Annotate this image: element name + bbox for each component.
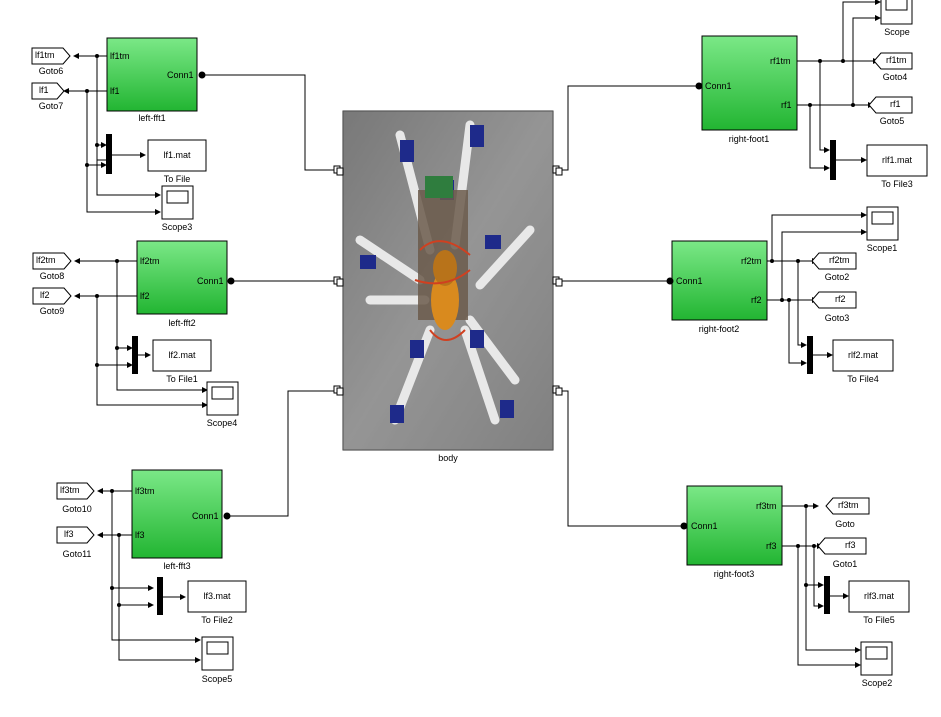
goto-tag: lf3tm <box>60 485 80 495</box>
left-fft1-block[interactable] <box>106 37 198 112</box>
goto-tag: rf2tm <box>829 255 850 265</box>
goto-tag: lf1 <box>39 85 49 95</box>
port-out-lf1: lf1 <box>110 86 120 96</box>
port-out-rf3tm: rf3tm <box>756 501 777 511</box>
port-conn1: Conn1 <box>167 70 194 80</box>
goto-tag: rf2 <box>835 294 846 304</box>
mux-6 <box>824 576 830 614</box>
to-file-text: rlf2.mat <box>847 350 879 360</box>
right-foot2-block[interactable] <box>671 240 768 321</box>
to-file-text: rlf3.mat <box>863 591 895 601</box>
left-fft3-block[interactable] <box>131 469 223 559</box>
right-foot1-block[interactable] <box>701 35 798 131</box>
port-conn1: Conn1 <box>197 276 224 286</box>
port-conn1: Conn1 <box>676 276 703 286</box>
goto-tag: rf1 <box>890 99 901 109</box>
port-out-lf2tm: lf2tm <box>140 256 160 266</box>
goto-tag: rf3 <box>845 540 856 550</box>
body-label: body <box>438 453 458 463</box>
goto-tag: lf2tm <box>36 255 56 265</box>
scope-name: Scope4 <box>206 418 238 428</box>
scope-name: Scope5 <box>201 674 233 684</box>
to-file-name: To File3 <box>881 179 913 189</box>
scope-name: Scope <box>884 27 910 37</box>
subsystem-name: right-foot3 <box>713 569 755 579</box>
port-conn1: Conn1 <box>705 81 732 91</box>
robot-photo <box>343 111 553 450</box>
port-conn1: Conn1 <box>192 511 219 521</box>
goto-tag: rf3tm <box>838 500 859 510</box>
port-out-rf1tm: rf1tm <box>770 56 791 66</box>
to-file-text: lf2.mat <box>168 350 196 360</box>
subsystem-name: right-foot2 <box>698 324 740 334</box>
mux-4 <box>830 140 836 180</box>
port-out-rf1: rf1 <box>781 100 792 110</box>
goto-name: Goto1 <box>832 559 858 569</box>
goto-name: Goto9 <box>39 306 65 316</box>
mux-1 <box>106 134 112 174</box>
goto-tag: lf1tm <box>35 50 55 60</box>
goto-name: Goto5 <box>879 116 905 126</box>
to-file-text: lf3.mat <box>203 591 231 601</box>
goto-name: Goto11 <box>62 549 92 559</box>
to-file-name: To File4 <box>847 374 879 384</box>
mux-5 <box>807 336 813 374</box>
goto-tag: lf3 <box>64 529 74 539</box>
subsystem-name: right-foot1 <box>728 134 770 144</box>
goto-name: Goto6 <box>38 66 64 76</box>
to-file-text: rlf1.mat <box>881 155 913 165</box>
goto-name: Goto <box>835 519 855 529</box>
left-fft2-block[interactable] <box>136 240 228 315</box>
goto-name: Goto8 <box>39 271 65 281</box>
to-file-name: To File1 <box>166 374 198 384</box>
scope-name: Scope2 <box>861 678 893 688</box>
scope-name: Scope1 <box>866 243 898 253</box>
mux-2 <box>132 336 138 374</box>
goto-name: Goto4 <box>882 72 908 82</box>
port-out-rf2: rf2 <box>751 295 762 305</box>
subsystem-name: left-fft2 <box>168 318 196 328</box>
to-file-text: lf1.mat <box>163 150 191 160</box>
to-file-name: To File5 <box>863 615 895 625</box>
mux-3 <box>157 577 163 615</box>
goto-name: Goto3 <box>824 313 850 323</box>
right-foot3-block[interactable] <box>686 485 783 566</box>
to-file-name: To File2 <box>201 615 233 625</box>
body-block[interactable] <box>333 110 563 451</box>
port-conn1: Conn1 <box>691 521 718 531</box>
port-out-rf3: rf3 <box>766 541 777 551</box>
goto-name: Goto10 <box>62 504 92 514</box>
subsystem-name: left-fft3 <box>163 561 191 571</box>
port-out-lf3: lf3 <box>135 530 145 540</box>
goto-tag: rf1tm <box>886 55 907 65</box>
port-out-lf3tm: lf3tm <box>135 486 155 496</box>
conn-lines <box>203 74 697 527</box>
port-out-lf2: lf2 <box>140 291 150 301</box>
goto-name: Goto2 <box>824 272 850 282</box>
port-out-rf2tm: rf2tm <box>741 256 762 266</box>
goto-name: Goto7 <box>38 101 64 111</box>
to-file-name: To File <box>163 174 191 184</box>
goto-tag: lf2 <box>40 290 50 300</box>
subsystem-name: left-fft1 <box>138 113 166 123</box>
port-out-lf1tm: lf1tm <box>110 51 130 61</box>
scope-name: Scope3 <box>161 222 193 232</box>
